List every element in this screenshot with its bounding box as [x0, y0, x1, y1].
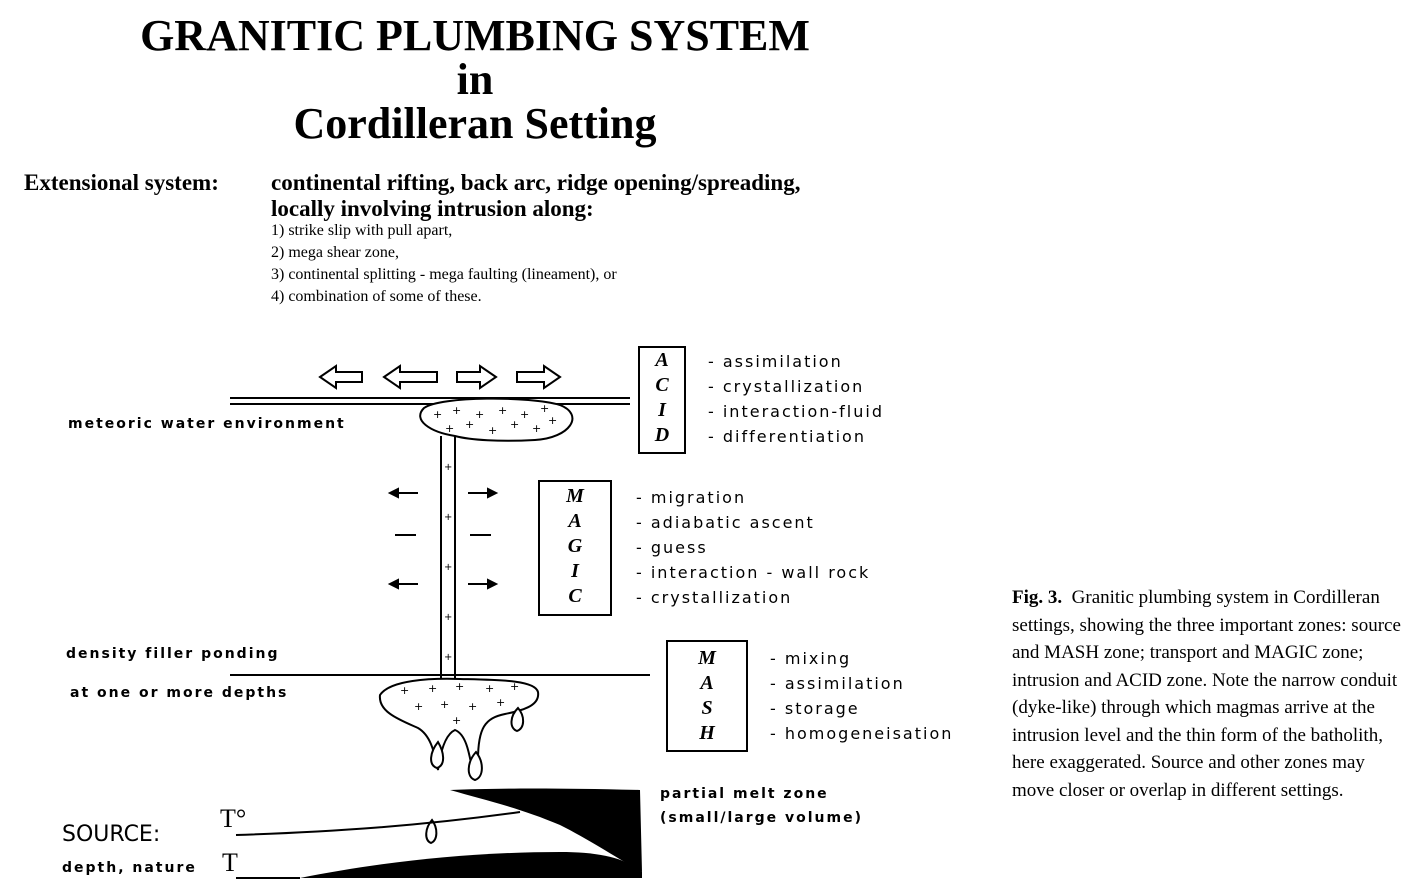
ponding-label: density filler ponding — [66, 646, 280, 662]
mash-desc-4: - homogeneisation — [770, 724, 954, 743]
upper-intrusion — [419, 397, 574, 442]
magic-letter-a: A — [568, 510, 582, 532]
magic-letter-i: I — [571, 560, 579, 582]
caption-text: Granitic plumbing system in Cordilleran … — [1012, 587, 1401, 801]
meteoric-label: meteoric water environment — [68, 416, 346, 432]
title-line-1: GRANITIC PLUMBING SYSTEM — [140, 11, 810, 60]
extensional-text-1: continental rifting, back arc, ridge ope… — [271, 170, 801, 195]
extensional-item-2: 2) mega shear zone, — [271, 244, 399, 261]
svg-text:+: + — [444, 612, 452, 623]
lower-intrusion — [378, 677, 540, 779]
svg-text:+: + — [455, 680, 464, 693]
partial-melt-volume-label: (small/large volume) — [660, 810, 864, 826]
svg-text:+: + — [548, 414, 557, 427]
conduit — [440, 436, 456, 682]
svg-text:+: + — [444, 512, 452, 523]
extension-arrows-icon — [318, 364, 562, 390]
partial-melt-label: partial melt zone — [660, 786, 829, 802]
temperature-bottom-label: T — [222, 848, 238, 877]
acid-desc-2: - crystallization — [708, 377, 865, 396]
surface-line — [230, 397, 630, 405]
svg-text:+: + — [540, 402, 549, 415]
extensional-item-4: 4) combination of some of these. — [271, 288, 482, 305]
acid-letter-a: A — [655, 349, 669, 371]
svg-text:+: + — [452, 714, 461, 727]
lower-intrusion-crosses: +++ ++ +++ ++ — [400, 680, 519, 727]
svg-text:+: + — [465, 418, 474, 431]
extensional-label: Extensional system: — [24, 170, 219, 195]
conduit-crosses: + + + + + — [444, 462, 452, 663]
svg-text:+: + — [485, 682, 494, 695]
magic-desc-3: - guess — [636, 538, 708, 557]
svg-text:+: + — [433, 408, 442, 421]
temperature-top-label: T° — [220, 804, 247, 833]
svg-text:+: + — [452, 404, 461, 417]
title-line-2: in — [456, 55, 494, 104]
magic-desc-1: - migration — [636, 488, 747, 507]
upper-intrusion-crosses: +++ +++ +++ +++ — [433, 402, 557, 437]
source-wedge — [300, 852, 642, 878]
svg-text:+: + — [475, 408, 484, 421]
magic-letter-g: G — [567, 535, 583, 557]
svg-text:+: + — [414, 700, 423, 713]
svg-text:+: + — [444, 562, 452, 573]
magic-letter-m: M — [566, 485, 584, 507]
acid-desc-4: - differentiation — [708, 427, 866, 446]
svg-text:+: + — [532, 422, 541, 435]
extensional-text-2: locally involving intrusion along: — [271, 196, 594, 221]
title-line-3: Cordilleran Setting — [293, 99, 657, 148]
mash-letter-a: A — [700, 672, 714, 694]
mash-letter-s: S — [701, 697, 713, 719]
svg-text:+: + — [468, 700, 477, 713]
svg-text:+: + — [498, 404, 507, 417]
acid-desc-3: - interaction-fluid — [708, 402, 884, 421]
depths-label: at one or more depths — [70, 685, 289, 701]
mash-desc-2: - assimilation — [770, 674, 905, 693]
svg-text:+: + — [445, 422, 454, 435]
extensional-item-1: 1) strike slip with pull apart, — [271, 222, 453, 239]
svg-text:+: + — [444, 462, 452, 473]
mash-desc-3: - storage — [770, 699, 860, 718]
caption-fig-label: Fig. 3. — [1012, 587, 1063, 608]
mash-letter-m: M — [698, 647, 716, 669]
svg-text:+: + — [520, 408, 529, 421]
figure-caption: Fig. 3. Granitic plumbing system in Cord… — [1012, 584, 1402, 804]
mash-desc-1: - mixing — [770, 649, 852, 668]
svg-text:+: + — [510, 680, 519, 693]
stress-arrows-icon — [387, 487, 499, 590]
acid-letter-d: D — [654, 424, 670, 446]
svg-text:+: + — [510, 418, 519, 431]
magic-desc-4: - interaction - wall rock — [636, 563, 871, 582]
partial-melt-zone — [450, 788, 642, 872]
magic-letter-c: C — [568, 585, 582, 607]
svg-text:+: + — [440, 698, 449, 711]
acid-box: A C I D — [638, 346, 686, 454]
magic-desc-5: - crystallization — [636, 588, 793, 607]
extensional-item-3: 3) continental splitting - mega faulting… — [271, 266, 617, 283]
svg-text:+: + — [496, 696, 505, 709]
acid-letter-c: C — [655, 374, 669, 396]
melt-droplet-icon — [425, 706, 525, 845]
svg-text:+: + — [428, 682, 437, 695]
acid-letter-i: I — [658, 399, 666, 421]
svg-text:+: + — [488, 424, 497, 437]
isotherm-lines — [235, 811, 521, 879]
source-depth-label: depth, nature — [62, 860, 197, 876]
acid-desc-1: - assimilation — [708, 352, 843, 371]
magic-box: M A G I C — [538, 480, 612, 616]
magic-desc-2: - adiabatic ascent — [636, 513, 815, 532]
source-label: SOURCE: — [62, 822, 161, 847]
mash-letter-h: H — [699, 722, 715, 744]
svg-text:+: + — [400, 684, 409, 697]
svg-text:+: + — [444, 652, 452, 663]
mash-box: M A S H — [666, 640, 748, 752]
